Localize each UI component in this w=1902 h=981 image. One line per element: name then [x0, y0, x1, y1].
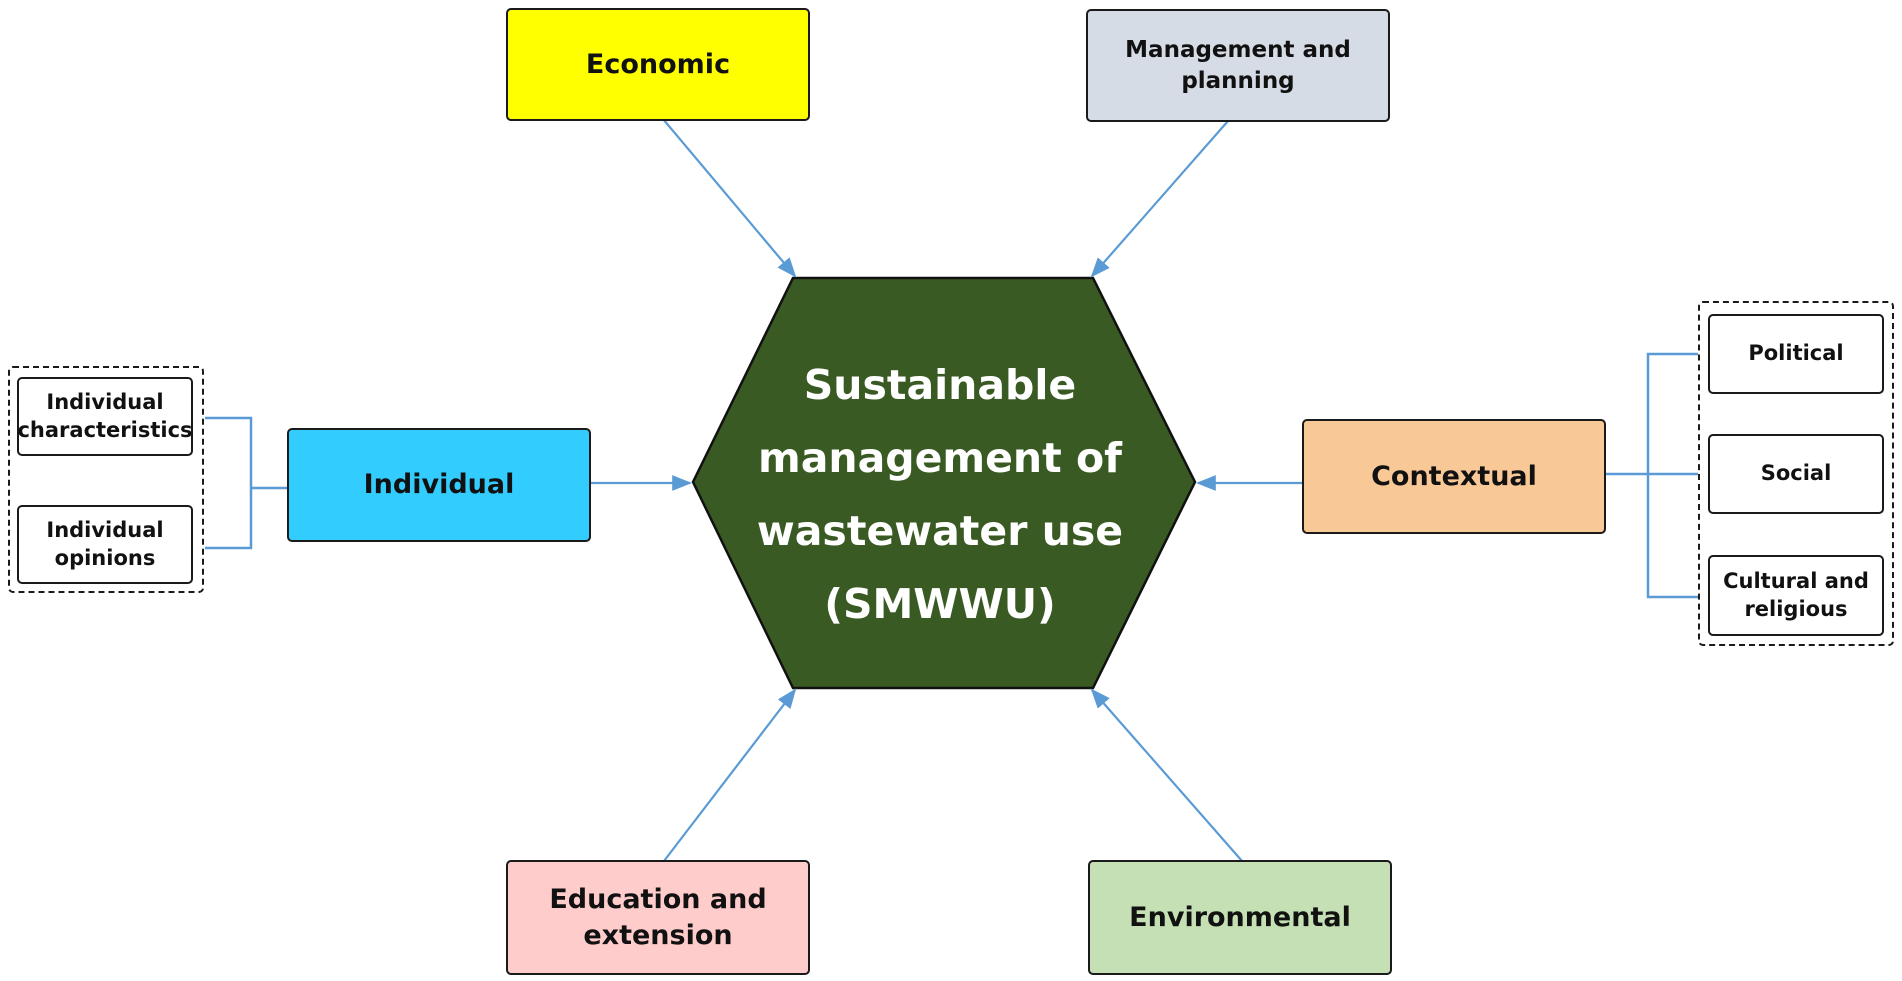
central-label-line3: wastewater use: [756, 507, 1124, 555]
central-label-line1: Sustainable: [803, 361, 1077, 410]
subfactor-cultural-religious: Cultural and religious: [1708, 555, 1884, 636]
individual-subfactors-group: [8, 366, 204, 593]
factor-management: Management and planning: [1086, 9, 1390, 122]
subfactor-individual-opinions: Individual opinions: [17, 505, 193, 584]
contextual-subfactors-group: [1698, 301, 1894, 646]
subfactor-characteristics-line1: Individual: [46, 389, 164, 414]
factor-economic: Economic: [506, 8, 810, 121]
bracket-individual: [205, 416, 287, 550]
factor-contextual-label: Contextual: [1371, 460, 1537, 492]
arrow-management: [1090, 120, 1229, 278]
central-label-line4: (SMWWU): [824, 579, 1056, 628]
bracket-contextual: [1602, 352, 1698, 599]
subfactor-political-label: Political: [1748, 341, 1844, 366]
central-hexagon: [691, 276, 1197, 690]
subfactor-political: Political: [1708, 314, 1884, 394]
factor-education-line2: extension: [583, 919, 733, 951]
arrow-environmental: [1090, 688, 1243, 862]
arrow-economic: [662, 118, 797, 278]
subfactor-individual-characteristics: Individual characteristics: [17, 377, 193, 456]
factor-education-line1: Education and: [549, 883, 767, 915]
factor-management-line2: planning: [1181, 67, 1295, 94]
factor-management-line1: Management and: [1125, 37, 1351, 64]
factor-individual: Individual: [287, 428, 591, 542]
subfactor-social: Social: [1708, 434, 1884, 514]
subfactor-social-label: Social: [1760, 461, 1832, 486]
factor-contextual: Contextual: [1302, 419, 1606, 534]
factor-education: Education and extension: [506, 860, 810, 975]
subfactor-cultural-line1: Cultural and: [1723, 568, 1869, 593]
central-label: Sustainable management of wastewater use…: [690, 340, 1190, 650]
arrow-education: [663, 688, 797, 862]
subfactor-cultural-line2: religious: [1744, 596, 1848, 621]
subfactor-characteristics-line2: characteristics: [17, 417, 193, 442]
subfactor-opinions-line2: opinions: [54, 545, 156, 570]
central-label-line2: management of: [758, 434, 1122, 483]
subfactor-opinions-line1: Individual: [46, 517, 164, 542]
factor-economic-label: Economic: [585, 48, 731, 80]
factor-individual-label: Individual: [363, 469, 515, 501]
factor-environmental-label: Environmental: [1129, 901, 1351, 933]
factor-environmental: Environmental: [1088, 860, 1392, 975]
